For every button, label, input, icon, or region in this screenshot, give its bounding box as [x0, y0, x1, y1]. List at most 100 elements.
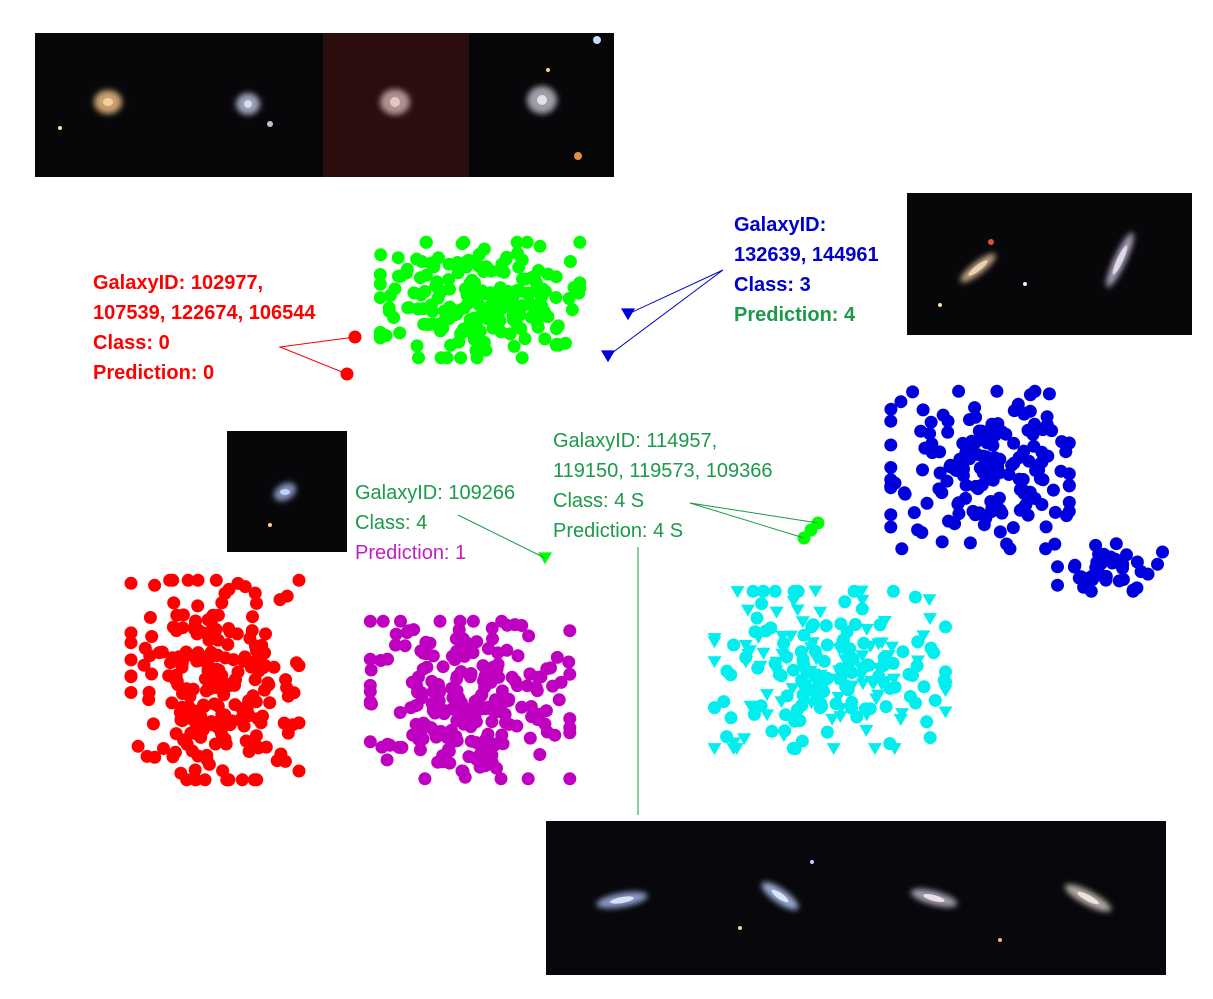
point-class_4-0-38	[410, 339, 424, 353]
point-class_4_S-5-64	[939, 620, 952, 634]
annotation-b-prediction: Prediction: 4	[734, 304, 856, 326]
point-class_3-3-151	[1013, 503, 1027, 517]
point-class_1-2-25	[363, 735, 377, 749]
annotation-c-prediction: Prediction: 1	[355, 542, 467, 564]
point-class_4_S-5-199	[923, 613, 938, 625]
point-class_1-2-84	[423, 636, 437, 650]
point-class_1-2-180	[450, 684, 464, 698]
point-class_3-4-26	[1104, 550, 1118, 564]
point-class_4-0-204	[379, 329, 393, 343]
point-class_4_S-5-176	[895, 708, 910, 721]
point-class_0-1-160	[208, 737, 222, 751]
point-class_1-2-238	[474, 689, 488, 703]
point-class_0-1-129	[138, 641, 152, 655]
point-class_1-2-115	[550, 650, 564, 664]
point-class_4-0-48	[510, 235, 524, 249]
point-class_1-2-149	[485, 715, 499, 729]
point-class_3-3-44	[971, 482, 985, 496]
point-class_3-3-12	[884, 438, 898, 452]
point-class_3-3-109	[969, 410, 983, 424]
point-class_0-1-162	[186, 682, 200, 696]
point-class_1-2-162	[495, 684, 509, 698]
point-class_0-1-211	[175, 655, 189, 669]
point-class_1-2-239	[502, 717, 516, 731]
point-class_3-3-82	[933, 445, 947, 459]
point-class_4-0-159	[373, 268, 387, 281]
point-class_3-3-169	[940, 474, 954, 488]
point-class_1-2-164	[500, 618, 514, 632]
point-class_4_S-5-214	[903, 690, 917, 703]
point-class_3-3-37	[920, 496, 934, 510]
point-class_0-1-27	[292, 764, 306, 778]
point-class_3-3-24	[894, 395, 908, 409]
point-class_4-0-135	[497, 265, 511, 279]
point-class_0-1-34	[124, 686, 138, 699]
point-class_0-1-9	[124, 636, 138, 650]
point-class_3-3-137	[1012, 472, 1026, 486]
point-class_4_S-5-42	[730, 586, 745, 599]
point-class_0-1-215	[258, 659, 272, 672]
point-class_3-4-36	[1085, 569, 1099, 583]
point-class_4_S-5-179	[927, 646, 941, 660]
point-class_4_S-5-2	[790, 604, 805, 617]
point-class_4-0-134	[512, 260, 526, 274]
point-class_1-2-173	[448, 653, 462, 667]
point-class_1-2-57	[376, 614, 390, 628]
point-class_3-4-35	[1116, 557, 1130, 571]
point-class_3-3-150	[1035, 455, 1049, 469]
point-class_4_S-5-169	[738, 639, 753, 652]
point-class_0-1-69	[131, 739, 145, 753]
point-class_4_S-5-211	[779, 652, 794, 665]
point-class_0-1-224	[194, 730, 208, 744]
point-class_3-3-25	[980, 436, 994, 450]
point-class_1-2-80	[522, 629, 536, 643]
point-class_1-2-13	[515, 700, 529, 714]
point-class_4_S-5-183	[910, 655, 925, 668]
point-class_0-1-102	[235, 773, 249, 787]
point-class_4_S-5-174	[850, 710, 864, 724]
point-class_1-2-232	[450, 696, 464, 710]
point-class_3-3-120	[1035, 498, 1049, 511]
point-class_3-3-85	[935, 535, 949, 549]
point-class_4-0-5	[373, 277, 387, 291]
point-class_4_S-5-201	[843, 664, 857, 678]
point-class_3-3-147	[941, 425, 955, 439]
point-class_3-3-32	[1062, 495, 1076, 509]
point-class_1-2-125	[563, 712, 577, 726]
point-class_1-2-43	[470, 635, 484, 649]
point-class_4_S-5-157	[708, 701, 721, 715]
point-class_3-3-157	[1022, 454, 1036, 468]
point-class_0-1-40	[222, 622, 236, 635]
point-class_4-0-101	[477, 335, 491, 349]
point-class_0-1-149	[124, 669, 138, 683]
point-class_0-1-214	[164, 656, 177, 670]
point-class_3-3-146	[918, 441, 932, 455]
point-class_4-0-191	[402, 301, 416, 315]
point-class_4_S-5-152	[854, 585, 869, 598]
point-class_0-1-148	[222, 679, 236, 693]
point-class_4-0-25	[454, 351, 468, 365]
point-class_0-1-173	[169, 673, 183, 687]
annotation-class-3: GalaxyID: 132639, 144961 Class: 3 Predic…	[734, 210, 879, 330]
point-class_4_S-5-35	[786, 595, 801, 608]
point-class_4-0-98	[412, 351, 425, 365]
leader-line-a	[278, 336, 356, 375]
point-class_1-2-215	[398, 639, 412, 653]
point-class_1-2-222	[437, 707, 451, 721]
point-class_1-2-78	[466, 614, 480, 628]
point-class_0-1-47	[124, 653, 138, 667]
point-class_3-3-36	[907, 506, 921, 520]
point-class_3-3-10	[1048, 505, 1062, 519]
point-class_4_S-5-217	[861, 658, 875, 672]
point-class_0-1-182	[246, 689, 260, 703]
point-class_0-1-177	[166, 750, 180, 764]
point-class_4-0-127	[514, 322, 528, 336]
point-class_4-0-202	[429, 279, 443, 292]
point-class_4_S-5-133	[707, 743, 722, 756]
point-class_0-1-119	[124, 576, 138, 590]
point-class_4-0-167	[549, 338, 563, 352]
point-class_4_S-5-86	[707, 656, 722, 669]
point-class_1-2-24	[524, 700, 538, 713]
point-class_4_S-5-139	[859, 623, 874, 636]
point-class_1-2-230	[442, 742, 455, 756]
